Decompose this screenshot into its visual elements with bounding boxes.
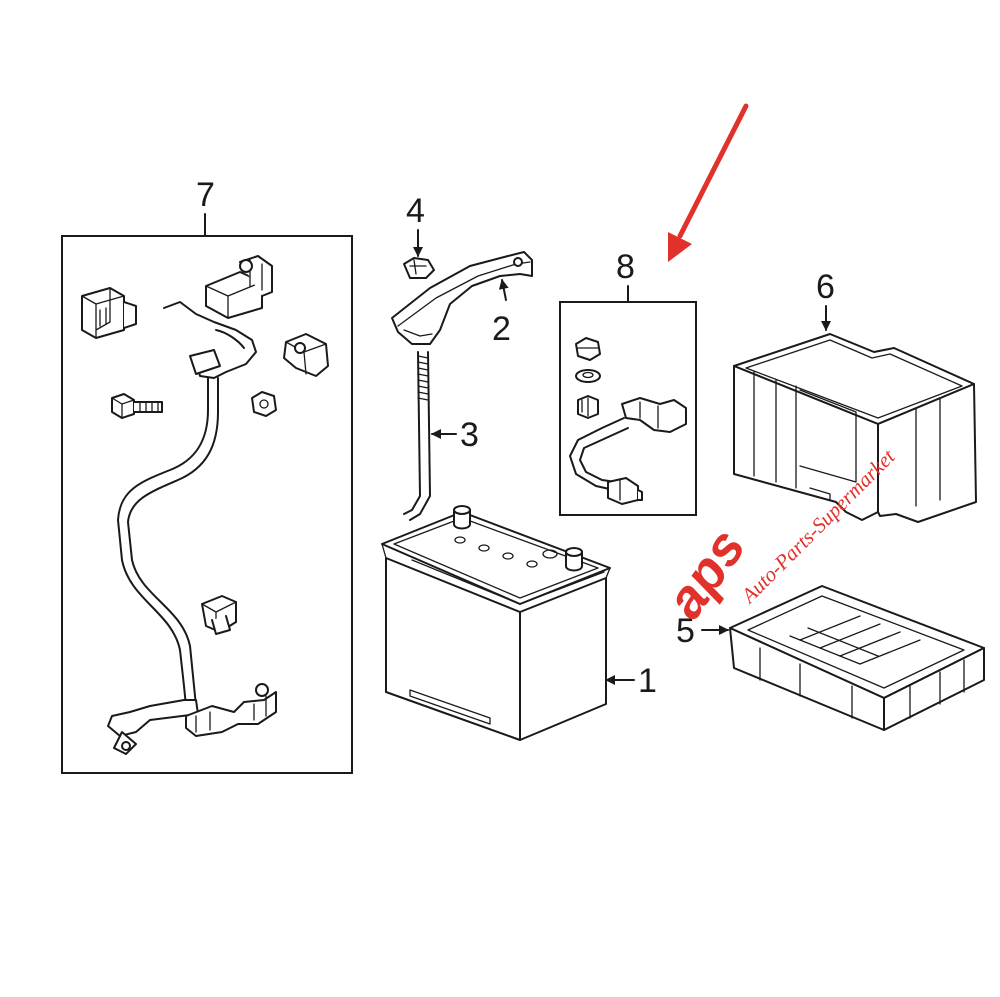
callout-1-label: 1: [638, 662, 657, 700]
callout-5-label: 5: [676, 612, 695, 650]
callout-8-label: 8: [616, 248, 635, 286]
harness-nut: [251, 391, 277, 417]
callout-6-group: 6: [733, 268, 977, 523]
callout-2-group: 2: [391, 251, 533, 348]
kit-cable: [569, 397, 687, 505]
callout-7-group: 7: [61, 176, 353, 774]
harness-end-connector: [185, 683, 277, 737]
callout-4-label: 4: [406, 192, 425, 230]
callout-3-group: 3: [403, 351, 479, 521]
hold-down-bracket: [391, 251, 533, 345]
callout-7-label: 7: [196, 176, 215, 214]
terminal-cable-kit-box: [559, 301, 697, 516]
harness-bracket: [283, 333, 329, 377]
watermark-logo: aps: [655, 518, 758, 629]
hold-down-rod: [403, 351, 431, 521]
harness-clamp: [201, 595, 237, 635]
callout-2-arrow: [498, 279, 509, 301]
kit-bolt: [577, 395, 599, 419]
harness-cable: [107, 301, 257, 755]
harness-terminal-box: [205, 255, 273, 319]
battery-tray: [729, 585, 985, 731]
highlight-arrow: [668, 103, 749, 262]
callout-1-group: 1: [381, 505, 657, 741]
callout-5-group: 5: [676, 585, 985, 731]
hold-down-nut: [403, 257, 435, 279]
harness-connector-block: [81, 287, 137, 339]
callout-8-group: 8: [559, 248, 697, 516]
harness-kit-box: [61, 235, 353, 774]
callout-2-label: 2: [492, 310, 511, 348]
kit-washer: [575, 369, 601, 383]
callout-4-group: 4: [403, 192, 435, 279]
callout-6-label: 6: [816, 268, 835, 306]
kit-nut: [575, 337, 601, 361]
callout-3-label: 3: [460, 416, 479, 454]
battery-box-cover: [733, 333, 977, 523]
harness-bolt: [111, 393, 163, 419]
battery: [381, 505, 611, 741]
